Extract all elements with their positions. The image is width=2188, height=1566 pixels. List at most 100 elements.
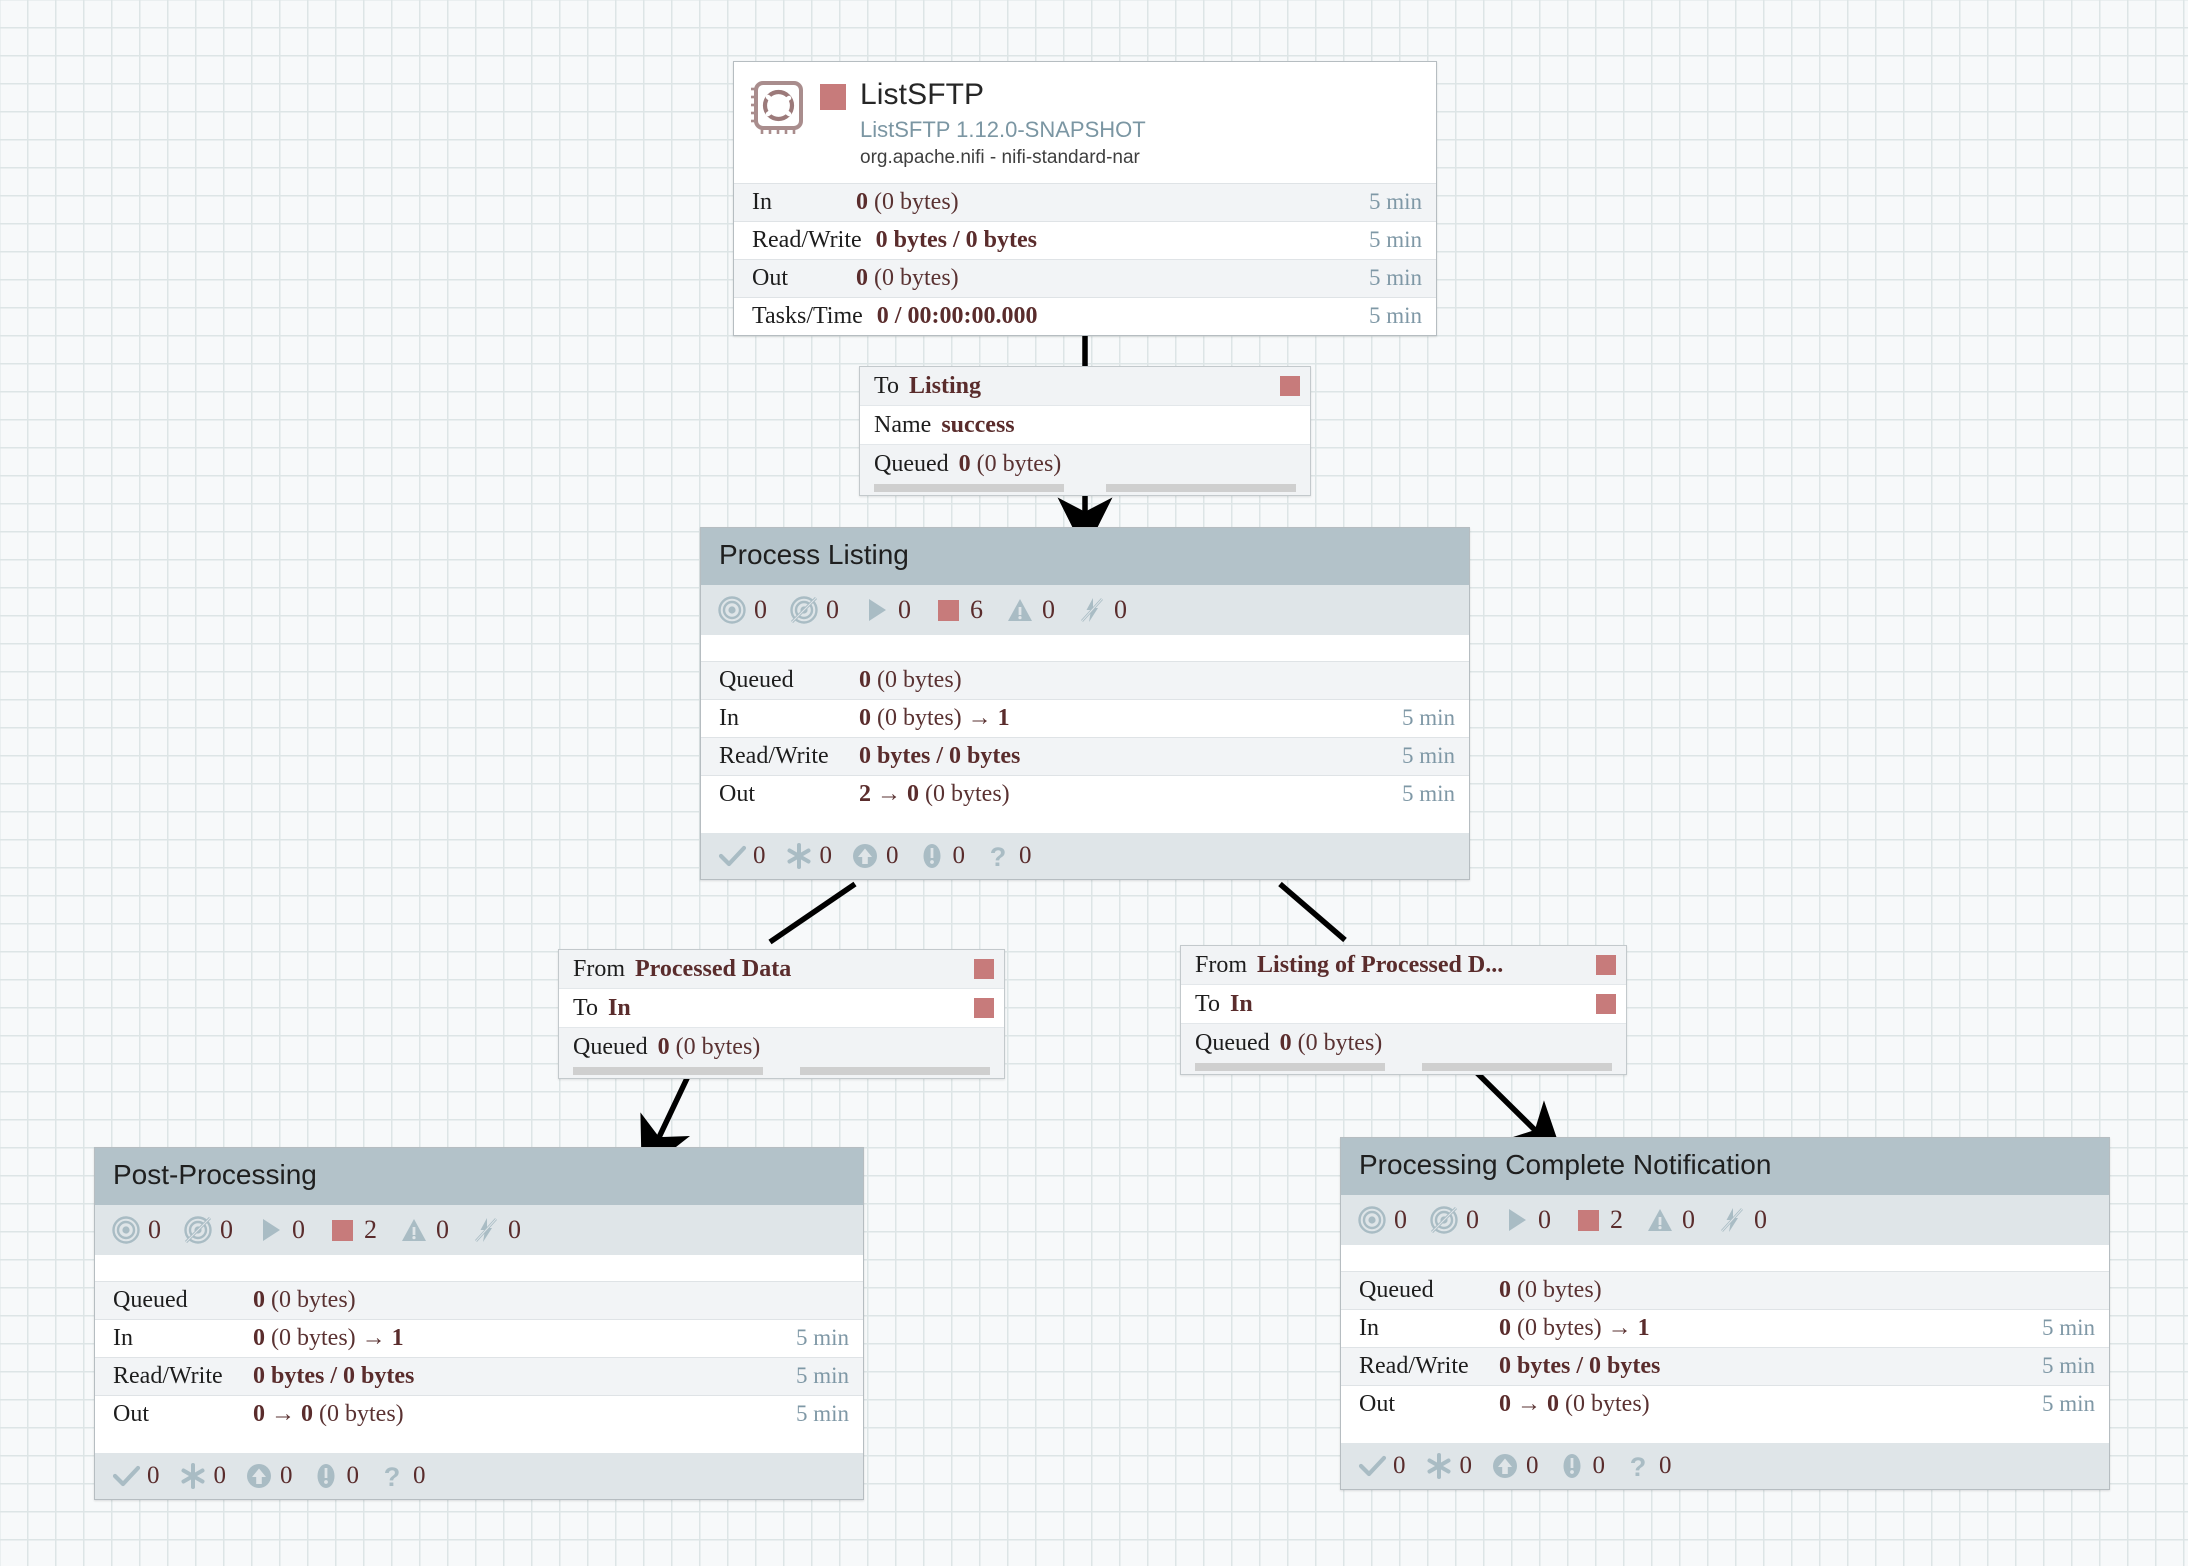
stat-value: 0 (0 bytes) → 1 xyxy=(859,704,1010,731)
connection-stop-status-icon xyxy=(1280,376,1300,396)
connection-row-key: From xyxy=(573,955,626,982)
version-locally-modified-and-stale: 0 xyxy=(311,1461,360,1491)
svg-text:?: ? xyxy=(990,842,1007,871)
count-disabled: 0 xyxy=(1717,1205,1767,1235)
locally-modified-icon xyxy=(178,1461,208,1491)
stale-icon xyxy=(1490,1451,1520,1481)
count-value: 0 xyxy=(436,1214,449,1244)
stat-time: 5 min xyxy=(2041,1353,2095,1379)
queue-size-bar xyxy=(1422,1063,1612,1071)
not-transmitting-icon xyxy=(183,1215,213,1245)
version-locally-modified-and-stale: 0 xyxy=(1557,1451,1606,1481)
queue-size-bar xyxy=(1106,484,1296,492)
connection-capacity-bars xyxy=(1181,1063,1626,1074)
stale-icon xyxy=(244,1461,274,1491)
count-value: 0 xyxy=(826,594,839,624)
not-transmitting-icon xyxy=(1429,1205,1459,1235)
connection-capacity-bars xyxy=(860,484,1310,495)
version-sync-failure: ?0 xyxy=(983,841,1032,872)
count-stopped: 2 xyxy=(327,1215,377,1245)
stat-value: 0 (0 bytes) xyxy=(1499,1276,1602,1303)
count-not-transmitting: 0 xyxy=(789,595,839,625)
count-stopped: 6 xyxy=(933,595,983,625)
process-group-stat-row: In 0 (0 bytes) → 1 5 min xyxy=(701,698,1469,737)
stat-time: 5 min xyxy=(1368,303,1422,329)
version-count-value: 0 xyxy=(280,1461,293,1489)
svg-text:?: ? xyxy=(384,1462,401,1491)
count-transmitting: 0 xyxy=(111,1215,161,1245)
connection-row-value: In xyxy=(1229,990,1253,1017)
up-to-date-icon xyxy=(1357,1451,1387,1481)
sync-failure-icon: ? xyxy=(1623,1451,1653,1482)
version-count-value: 0 xyxy=(886,841,899,869)
disabled-icon xyxy=(1717,1205,1747,1235)
stat-time: 5 min xyxy=(795,1401,849,1427)
connection-row-key: To xyxy=(874,372,899,399)
version-count-value: 0 xyxy=(213,1461,227,1489)
running-icon xyxy=(255,1215,285,1245)
connection-row-key: To xyxy=(573,994,598,1021)
connection-row-value: Listing xyxy=(908,372,982,399)
stat-label: Queued xyxy=(113,1286,188,1313)
stat-value: 0 bytes / 0 bytes xyxy=(875,226,1037,253)
stat-label: In xyxy=(719,704,739,731)
process-group-stat-row: Queued 0 (0 bytes) xyxy=(701,660,1469,699)
stat-label: Read/Write xyxy=(1359,1352,1469,1379)
stat-time: 5 min xyxy=(1401,705,1455,731)
count-invalid: 0 xyxy=(1005,595,1055,625)
stat-label: Read/Write xyxy=(752,226,862,253)
stat-value: 0 (0 bytes) xyxy=(859,666,962,693)
processor-type: ListSFTP 1.12.0-SNAPSHOT xyxy=(860,116,1146,142)
stat-time: 5 min xyxy=(1368,189,1422,215)
stat-time: 5 min xyxy=(1401,743,1455,769)
count-disabled: 0 xyxy=(471,1215,521,1245)
connection-row-value: Processed Data xyxy=(635,955,792,982)
stat-value: 0 (0 bytes) xyxy=(253,1286,356,1313)
stat-value: 2 → 0 (0 bytes) xyxy=(859,780,1010,807)
connection-queued-value: 0 (0 bytes) xyxy=(657,1034,761,1060)
stat-value: 0 (0 bytes) → 1 xyxy=(1499,1314,1650,1341)
stat-label: Queued xyxy=(719,666,794,693)
count-value: 0 xyxy=(898,594,911,624)
count-value: 0 xyxy=(1466,1204,1479,1234)
count-value: 0 xyxy=(1042,594,1055,624)
process-group-title: Processing Complete Notification xyxy=(1341,1138,2109,1195)
version-locally-modified: 0 xyxy=(178,1461,227,1491)
count-transmitting: 0 xyxy=(717,595,767,625)
stopped-icon xyxy=(1573,1205,1603,1235)
version-count-value: 0 xyxy=(1592,1451,1606,1479)
process-group-title: Process Listing xyxy=(701,528,1469,585)
connection-stop-status-icon xyxy=(974,959,994,979)
stat-label: In xyxy=(113,1324,133,1351)
version-count-value: 0 xyxy=(413,1461,426,1489)
count-value: 0 xyxy=(1538,1204,1551,1234)
processor-stat-row: Read/Write 0 bytes / 0 bytes 5 min xyxy=(734,220,1436,259)
transmitting-icon xyxy=(111,1215,141,1245)
processor-listsftp[interactable]: ListSFTP ListSFTP 1.12.0-SNAPSHOT org.ap… xyxy=(733,61,1437,336)
version-locally-modified: 0 xyxy=(784,841,832,871)
count-invalid: 0 xyxy=(399,1215,449,1245)
stat-value: 0 / 00:00:00.000 xyxy=(876,302,1038,329)
version-count-value: 0 xyxy=(346,1461,360,1489)
stat-time: 5 min xyxy=(1368,227,1422,253)
stat-label: Read/Write xyxy=(719,742,829,769)
stat-label: Out xyxy=(752,264,788,291)
version-count-value: 0 xyxy=(1526,1451,1539,1479)
